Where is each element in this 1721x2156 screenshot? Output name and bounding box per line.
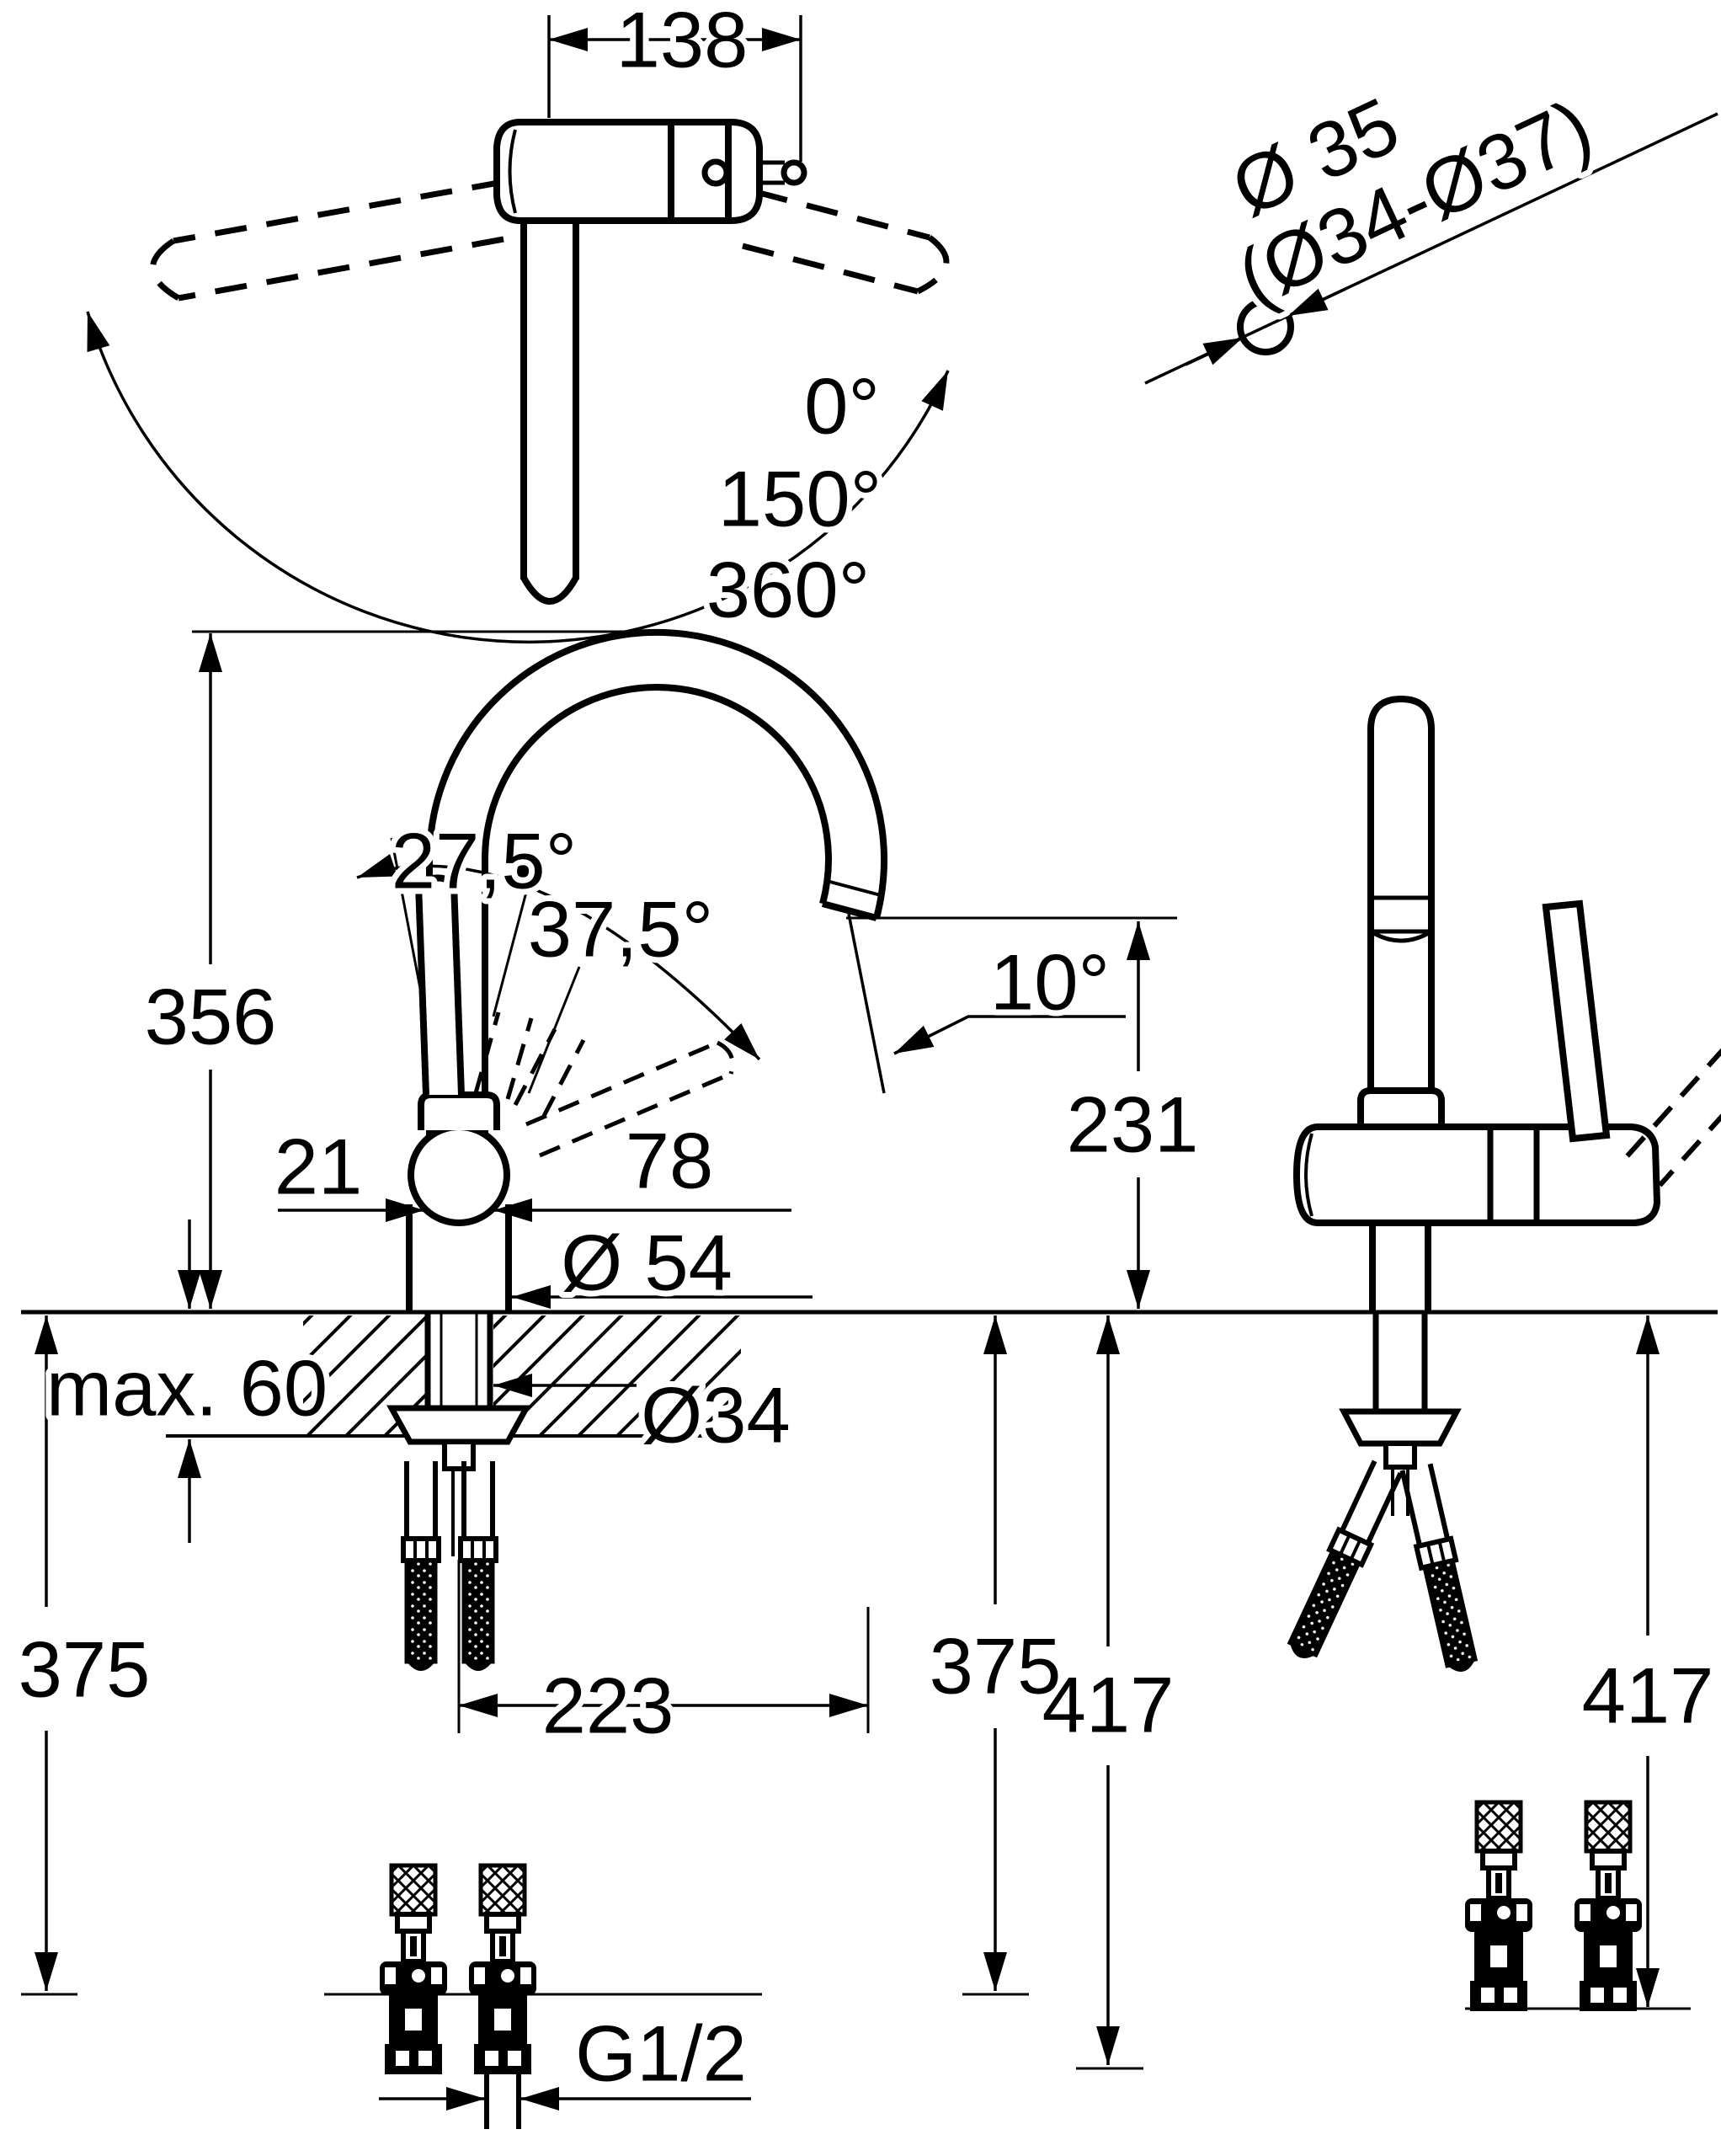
dim-223-label: 223 <box>542 1662 674 1750</box>
supply-hose <box>1283 1460 1404 1664</box>
g12-port <box>484 2074 521 2129</box>
supply-hose <box>461 1461 496 1671</box>
handle-pin-top <box>759 159 807 186</box>
supply-hoses-side <box>1283 1460 1481 1675</box>
dim-375-left-label: 375 <box>19 1625 151 1714</box>
ball-joint <box>408 1123 510 1226</box>
base-column <box>406 1204 512 1312</box>
dim-417-mid-label: 417 <box>1042 1661 1175 1749</box>
dim-375-mid-label: 375 <box>930 1622 1062 1710</box>
handle-lever-front <box>414 874 465 1096</box>
faucet-body-top <box>493 119 763 224</box>
mounting-washer-front <box>386 1405 531 1445</box>
check-valve <box>1574 1802 1642 2011</box>
dim-138 <box>547 15 802 162</box>
outlet-centerline <box>847 913 886 1094</box>
front-view <box>356 628 887 1671</box>
front-dimensions <box>21 630 1177 2070</box>
check-valve <box>380 1865 447 2074</box>
body-side <box>1292 1123 1661 1226</box>
handle-base <box>418 1091 500 1130</box>
dim-10deg-label: 10° <box>990 938 1110 1027</box>
deck-hatch-right <box>493 1315 741 1434</box>
swivel-0-label: 0° <box>804 362 880 451</box>
base-column-side <box>1369 1223 1431 1312</box>
supply-hose <box>1399 1463 1481 1675</box>
spout-side <box>1357 695 1445 1127</box>
mounting-hardware-front <box>386 1312 531 1556</box>
dim-27-5-label: 27,5° <box>392 817 578 905</box>
spout-swivel-dashed-right <box>742 189 950 295</box>
dim-max60-label: max. 60 <box>46 1344 328 1433</box>
dim-417-right-label: 417 <box>1582 1652 1714 1740</box>
spout-swivel-dashed-left <box>149 179 504 302</box>
mounting-nut-front <box>442 1439 476 1471</box>
swivel-360-label: 360° <box>706 546 870 634</box>
dim-21-label: 21 <box>274 1123 363 1211</box>
side-view <box>1283 695 1721 2010</box>
dim-78-label: 78 <box>626 1117 714 1205</box>
spout-tube-top <box>520 221 579 605</box>
hole-callout: Ø 35 (Ø34-Ø37) <box>1144 74 1718 385</box>
leader-27-5 <box>390 837 427 1016</box>
pivot-dot <box>517 858 544 885</box>
check-valve <box>1465 1802 1532 2011</box>
dim-54-label: Ø 54 <box>561 1219 733 1307</box>
dim-34-label: Ø34 <box>641 1371 791 1460</box>
dim-37-5-label: 37,5° <box>528 885 714 974</box>
top-view: 138 0° 150° 360° <box>86 0 950 643</box>
supply-hose <box>403 1461 439 1671</box>
dim-231-label: 231 <box>1067 1081 1199 1169</box>
swivel-150-label: 150° <box>718 455 882 543</box>
supply-hoses-front <box>403 1461 496 1671</box>
leader-dot <box>492 882 530 1017</box>
handle-lever-side <box>1542 899 1611 1143</box>
dim-356-label: 356 <box>145 973 277 1061</box>
swivel-arc <box>86 311 950 643</box>
leader-37-5 <box>527 966 581 1094</box>
check-valve <box>469 1865 536 2074</box>
check-valves <box>379 1802 1642 2129</box>
handle-swing-arc <box>356 853 761 1061</box>
dim-138-label: 138 <box>616 0 749 84</box>
thread-g12-label: G1/2 <box>575 2009 747 2098</box>
